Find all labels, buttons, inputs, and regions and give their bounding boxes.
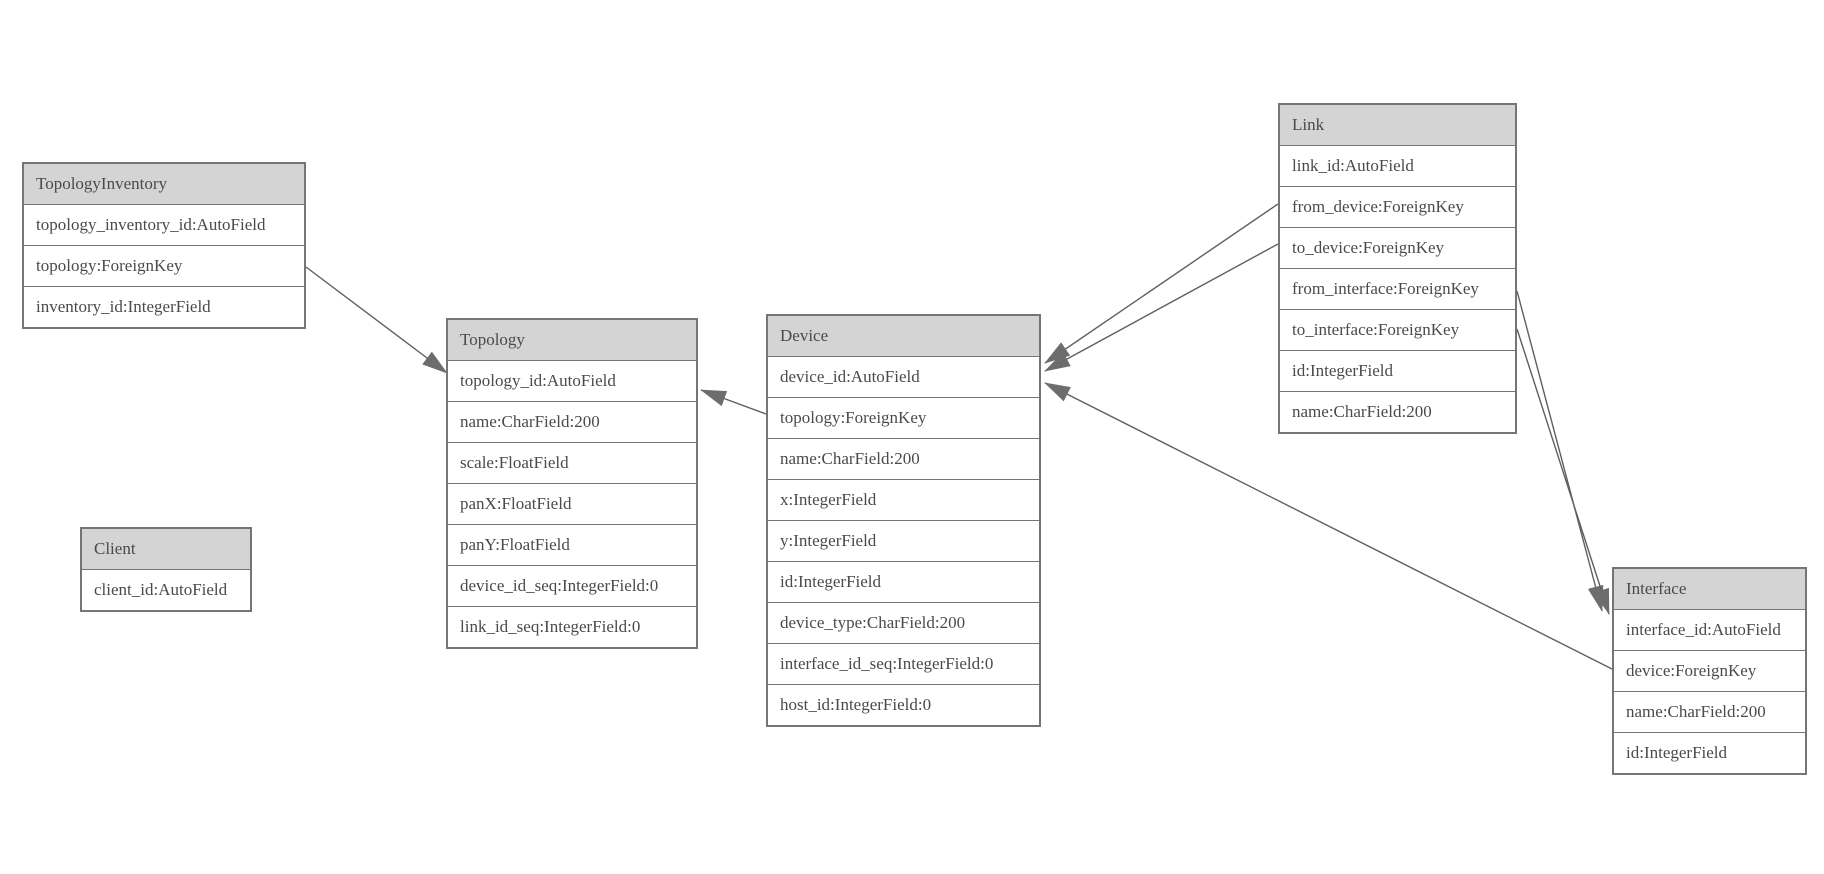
field-row-link-6: name:CharField:200 — [1280, 391, 1515, 432]
field-row-topology-4: panY:FloatField — [448, 524, 696, 565]
field-row-topologyinventory-1: topology:ForeignKey — [24, 245, 304, 286]
field-row-device-7: interface_id_seq:IntegerField:0 — [768, 643, 1039, 684]
field-row-interface-2: name:CharField:200 — [1614, 691, 1805, 732]
edge-topologyinventory-topology — [305, 266, 448, 374]
field-row-device-5: id:IntegerField — [768, 561, 1039, 602]
field-row-link-4: to_interface:ForeignKey — [1280, 309, 1515, 350]
field-row-topology-0: topology_id:AutoField — [448, 360, 696, 401]
field-row-client-0: client_id:AutoField — [82, 569, 250, 610]
entity-header-topology: Topology — [448, 320, 696, 360]
field-row-topology-1: name:CharField:200 — [448, 401, 696, 442]
entity-header-link: Link — [1280, 105, 1515, 145]
field-row-link-2: to_device:ForeignKey — [1280, 227, 1515, 268]
field-row-interface-3: id:IntegerField — [1614, 732, 1805, 773]
field-row-device-8: host_id:IntegerField:0 — [768, 684, 1039, 725]
field-row-link-1: from_device:ForeignKey — [1280, 186, 1515, 227]
edge-link-from_device-device — [1044, 203, 1279, 364]
edge-link-from_interface-interface — [1516, 290, 1604, 612]
field-row-device-0: device_id:AutoField — [768, 356, 1039, 397]
edge-device-topology — [700, 389, 767, 415]
field-row-topology-2: scale:FloatField — [448, 442, 696, 483]
field-row-device-2: name:CharField:200 — [768, 438, 1039, 479]
entity-header-device: Device — [768, 316, 1039, 356]
entity-header-topologyinventory: TopologyInventory — [24, 164, 304, 204]
field-row-interface-0: interface_id:AutoField — [1614, 609, 1805, 650]
field-row-topologyinventory-0: topology_inventory_id:AutoField — [24, 204, 304, 245]
field-row-topology-3: panX:FloatField — [448, 483, 696, 524]
field-row-link-3: from_interface:ForeignKey — [1280, 268, 1515, 309]
field-row-topology-5: device_id_seq:IntegerField:0 — [448, 565, 696, 606]
entity-header-interface: Interface — [1614, 569, 1805, 609]
field-row-link-5: id:IntegerField — [1280, 350, 1515, 391]
field-row-link-0: link_id:AutoField — [1280, 145, 1515, 186]
field-row-interface-1: device:ForeignKey — [1614, 650, 1805, 691]
field-row-device-1: topology:ForeignKey — [768, 397, 1039, 438]
edge-link-to_interface-interface — [1516, 328, 1610, 615]
field-row-device-3: x:IntegerField — [768, 479, 1039, 520]
edge-link-to_device-device — [1044, 243, 1279, 372]
field-row-device-4: y:IntegerField — [768, 520, 1039, 561]
field-row-topologyinventory-2: inventory_id:IntegerField — [24, 286, 304, 327]
field-row-topology-6: link_id_seq:IntegerField:0 — [448, 606, 696, 647]
field-row-device-6: device_type:CharField:200 — [768, 602, 1039, 643]
entity-header-client: Client — [82, 529, 250, 569]
